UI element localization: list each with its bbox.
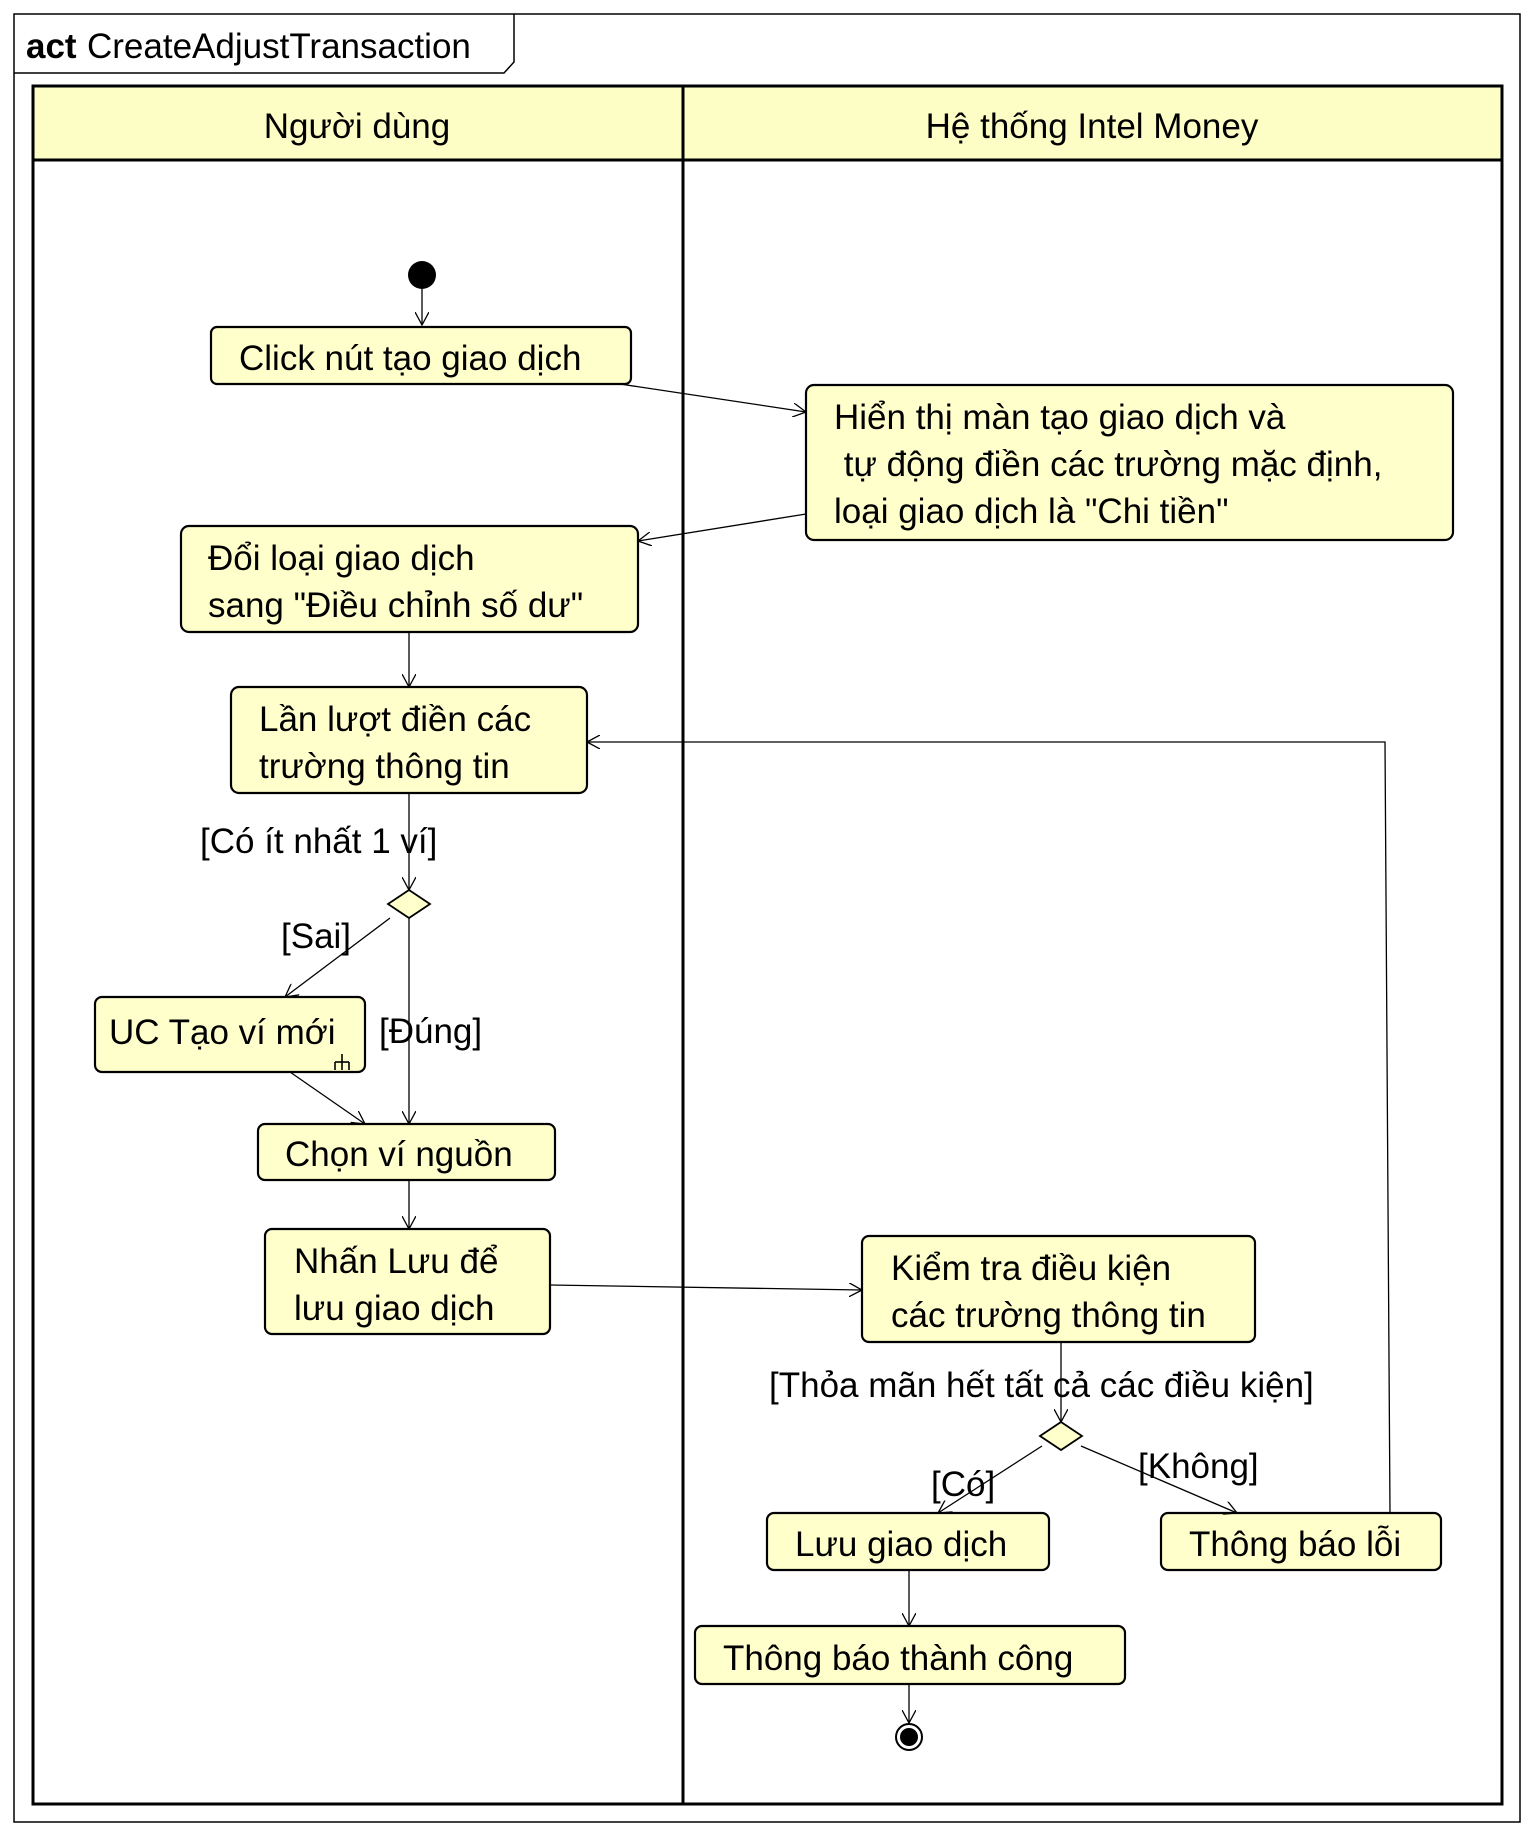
action-click-create — [209, 325, 633, 386]
label-press-save-1: Nhấn Lưu để — [294, 1242, 498, 1281]
decision-all-valid — [1038, 1420, 1084, 1452]
action-error-msg — [1159, 1511, 1443, 1572]
label-click-create: Click nút tạo giao dịch — [239, 339, 581, 378]
frame-keyword: act — [26, 27, 77, 66]
call-behavior-rake-icon — [334, 1054, 350, 1070]
flow-decision-to-error — [1080, 1445, 1237, 1513]
label-show-screen-3: loại giao dịch là "Chi tiền" — [834, 492, 1229, 531]
initial-node — [408, 261, 436, 289]
decision-has-wallet — [386, 888, 432, 920]
label-save-tx: Lưu giao dịch — [795, 1525, 1007, 1564]
frame-name: CreateAdjustTransaction — [87, 27, 471, 66]
action-show-screen — [804, 383, 1455, 542]
label-check-fields-2: các trường thông tin — [891, 1296, 1206, 1335]
flow-decision-to-create-wallet — [285, 917, 391, 997]
guard-has-wallet: [Có ít nhất 1 ví] — [200, 822, 437, 861]
swimlane-border — [31, 84, 1504, 1806]
label-change-type-2: sang "Điều chỉnh số dư" — [208, 586, 583, 625]
lane-title-system: Hệ thống Intel Money — [926, 107, 1259, 146]
guard-yes: [Có] — [931, 1465, 995, 1504]
flow-error-back-to-fill — [587, 742, 1391, 1514]
guard-no: [Không] — [1138, 1447, 1259, 1486]
label-success-msg: Thông báo thành công — [723, 1639, 1073, 1678]
label-fill-fields-2: trường thông tin — [259, 747, 510, 786]
label-change-type-1: Đổi loại giao dịch — [208, 539, 475, 578]
guard-false: [Sai] — [281, 917, 351, 956]
label-show-screen-2: tự động điền các trường mặc định, — [834, 445, 1382, 484]
flow-show-to-change — [638, 513, 807, 541]
label-check-fields-1: Kiểm tra điều kiện — [891, 1249, 1171, 1288]
frame-title-tab — [14, 14, 515, 74]
lane-title-user: Người dùng — [264, 107, 450, 146]
label-choose-wallet: Chọn ví nguồn — [285, 1135, 513, 1174]
frame-border — [13, 13, 1521, 1823]
lane-header-system — [683, 86, 1502, 160]
flow-decision-to-save-tx — [938, 1445, 1043, 1513]
action-create-wallet — [93, 995, 367, 1074]
guard-true: [Đúng] — [379, 1012, 482, 1051]
label-show-screen-1: Hiển thị màn tạo giao dịch và — [834, 398, 1286, 437]
label-create-wallet: UC Tạo ví mới — [109, 1013, 336, 1052]
flow-press-save-to-check — [549, 1285, 862, 1290]
label-press-save-2: lưu giao dịch — [294, 1289, 495, 1328]
flow-create-wallet-to-choose — [289, 1071, 365, 1124]
flow-click-to-show — [619, 383, 806, 412]
label-fill-fields-1: Lần lượt điền các — [259, 700, 531, 739]
action-save-tx — [765, 1511, 1051, 1572]
label-error-msg: Thông báo lỗi — [1189, 1525, 1401, 1564]
lane-header-user — [33, 86, 683, 160]
final-node — [900, 1728, 918, 1746]
guard-all-valid: [Thỏa mãn hết tất cả các điều kiện] — [769, 1366, 1314, 1405]
